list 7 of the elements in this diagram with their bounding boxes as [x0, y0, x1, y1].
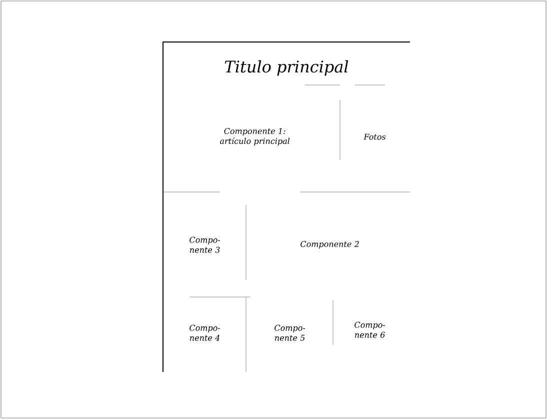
- section-label: Componente 1: artículo principal: [220, 128, 290, 146]
- section-label: Fotos: [364, 134, 386, 140]
- section-label: Compo- nente 5: [274, 324, 306, 341]
- section-label: Componente 2: [300, 240, 359, 249]
- section-label: Compo- nente 6: [354, 322, 386, 338]
- section-label: Compo- nente 4: [190, 324, 220, 341]
- section-label: Compo- nente 3: [190, 236, 220, 253]
